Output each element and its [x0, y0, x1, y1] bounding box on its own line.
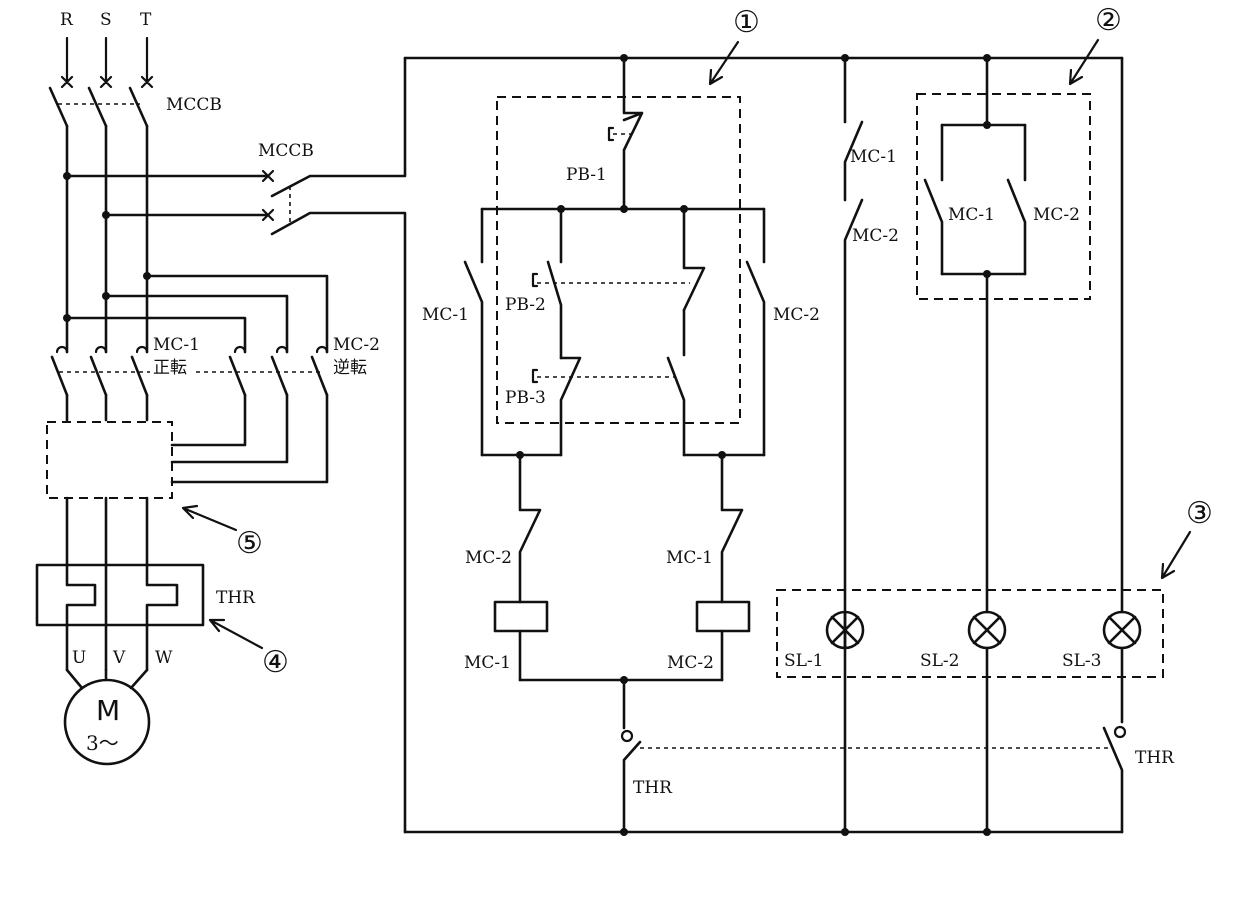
mc1-main-sub-label: 正転 [153, 358, 187, 378]
thr-main-label: THR [216, 588, 256, 608]
mc2-interlock-contact: MC-2 [465, 453, 542, 604]
series-mc-contacts: MC-1 MC-2 [843, 56, 899, 834]
callout-3-label: ③ [1186, 496, 1213, 531]
mc1-self-hold-contact: MC-1 [422, 207, 484, 457]
sl2-label: SL-2 [920, 651, 960, 671]
motor: M 3～ [63, 668, 151, 766]
mc2-coil-label: MC-2 [667, 653, 714, 673]
mc1-self-hold-label: MC-1 [422, 305, 469, 325]
motor-m-label: M [96, 694, 120, 727]
callout-3: ③ [1160, 496, 1213, 580]
mc2-self-hold-label: MC-2 [773, 305, 820, 325]
w-label: W [155, 648, 173, 668]
sl3-label: SL-3 [1062, 651, 1102, 671]
pb3-reverse-button: PB-3 [505, 356, 675, 457]
control-circuit: PB-1 MC-1 PB-2 PB-3 [403, 3, 1213, 836]
thr-nc-label: THR [633, 778, 673, 798]
pb2-label: PB-2 [505, 295, 546, 315]
thr-nc-contact: THR [620, 678, 673, 834]
mc2-main-sub-label: 逆転 [333, 358, 367, 378]
callout-1: ① [708, 5, 760, 86]
thr-no-label: THR [1135, 748, 1175, 768]
motor-sub-label: 3～ [86, 731, 119, 755]
callout-1-label: ① [733, 5, 760, 40]
main-mccb: MCCB [48, 86, 222, 128]
mc1-interlock-label: MC-1 [666, 548, 713, 568]
pb3-label: PB-3 [505, 388, 546, 408]
mc2-parallel-label: MC-2 [1033, 205, 1080, 225]
mc2-coil: MC-2 [667, 600, 751, 682]
mc1-interlock-contact: MC-1 [666, 453, 744, 604]
mc2-series-label: MC-2 [852, 226, 899, 246]
callout-2: ② [1068, 3, 1122, 86]
callout-4: ④ [208, 618, 289, 680]
callout-5: ⑤ [181, 504, 263, 561]
mccb-main-label: MCCB [166, 95, 222, 115]
mc1-main-contacts: MC-1 正転 [50, 335, 200, 422]
signal-lamp-sl2: SL-2 [920, 610, 1007, 671]
parallel-mc-contacts: MC-1 MC-2 [923, 56, 1080, 278]
mc1-parallel-label: MC-1 [948, 205, 995, 225]
main-circuit: R S T MCCB MCCB [35, 10, 407, 834]
pb1-label: PB-1 [566, 165, 607, 185]
mc1-coil-label: MC-1 [464, 653, 511, 673]
callout-2-label: ② [1095, 3, 1122, 38]
signal-lamp-sl1: SL-1 [784, 610, 865, 671]
mc2-self-hold-contact: MC-2 [745, 207, 820, 457]
u-label: U [72, 648, 86, 668]
thr-main-relay: THR [35, 563, 256, 627]
thr-no-contact: THR [1102, 725, 1175, 834]
pb1-stop-button: PB-1 [566, 56, 644, 211]
callout-5-label: ⑤ [236, 526, 263, 561]
mccb-control-label: MCCB [258, 141, 314, 161]
control-mccb: MCCB [258, 56, 407, 834]
phase-r-label: R [60, 10, 74, 30]
mc1-main-label: MC-1 [153, 335, 200, 355]
mc2-main-contacts: MC-2 逆転 [170, 335, 380, 484]
v-label: V [112, 648, 126, 668]
signal-lamp-sl3: SL-3 [1062, 610, 1142, 671]
phase-t-label: T [140, 10, 152, 30]
pb2-forward-button: PB-2 [505, 207, 690, 360]
mc2-interlock-label: MC-2 [465, 548, 512, 568]
mc1-series-label: MC-1 [850, 147, 897, 167]
mc2-main-label: MC-2 [333, 335, 380, 355]
mc1-coil: MC-1 [464, 600, 549, 682]
sl1-label: SL-1 [784, 651, 824, 671]
phase-s-label: S [100, 10, 112, 30]
callout-4-label: ④ [262, 645, 289, 680]
